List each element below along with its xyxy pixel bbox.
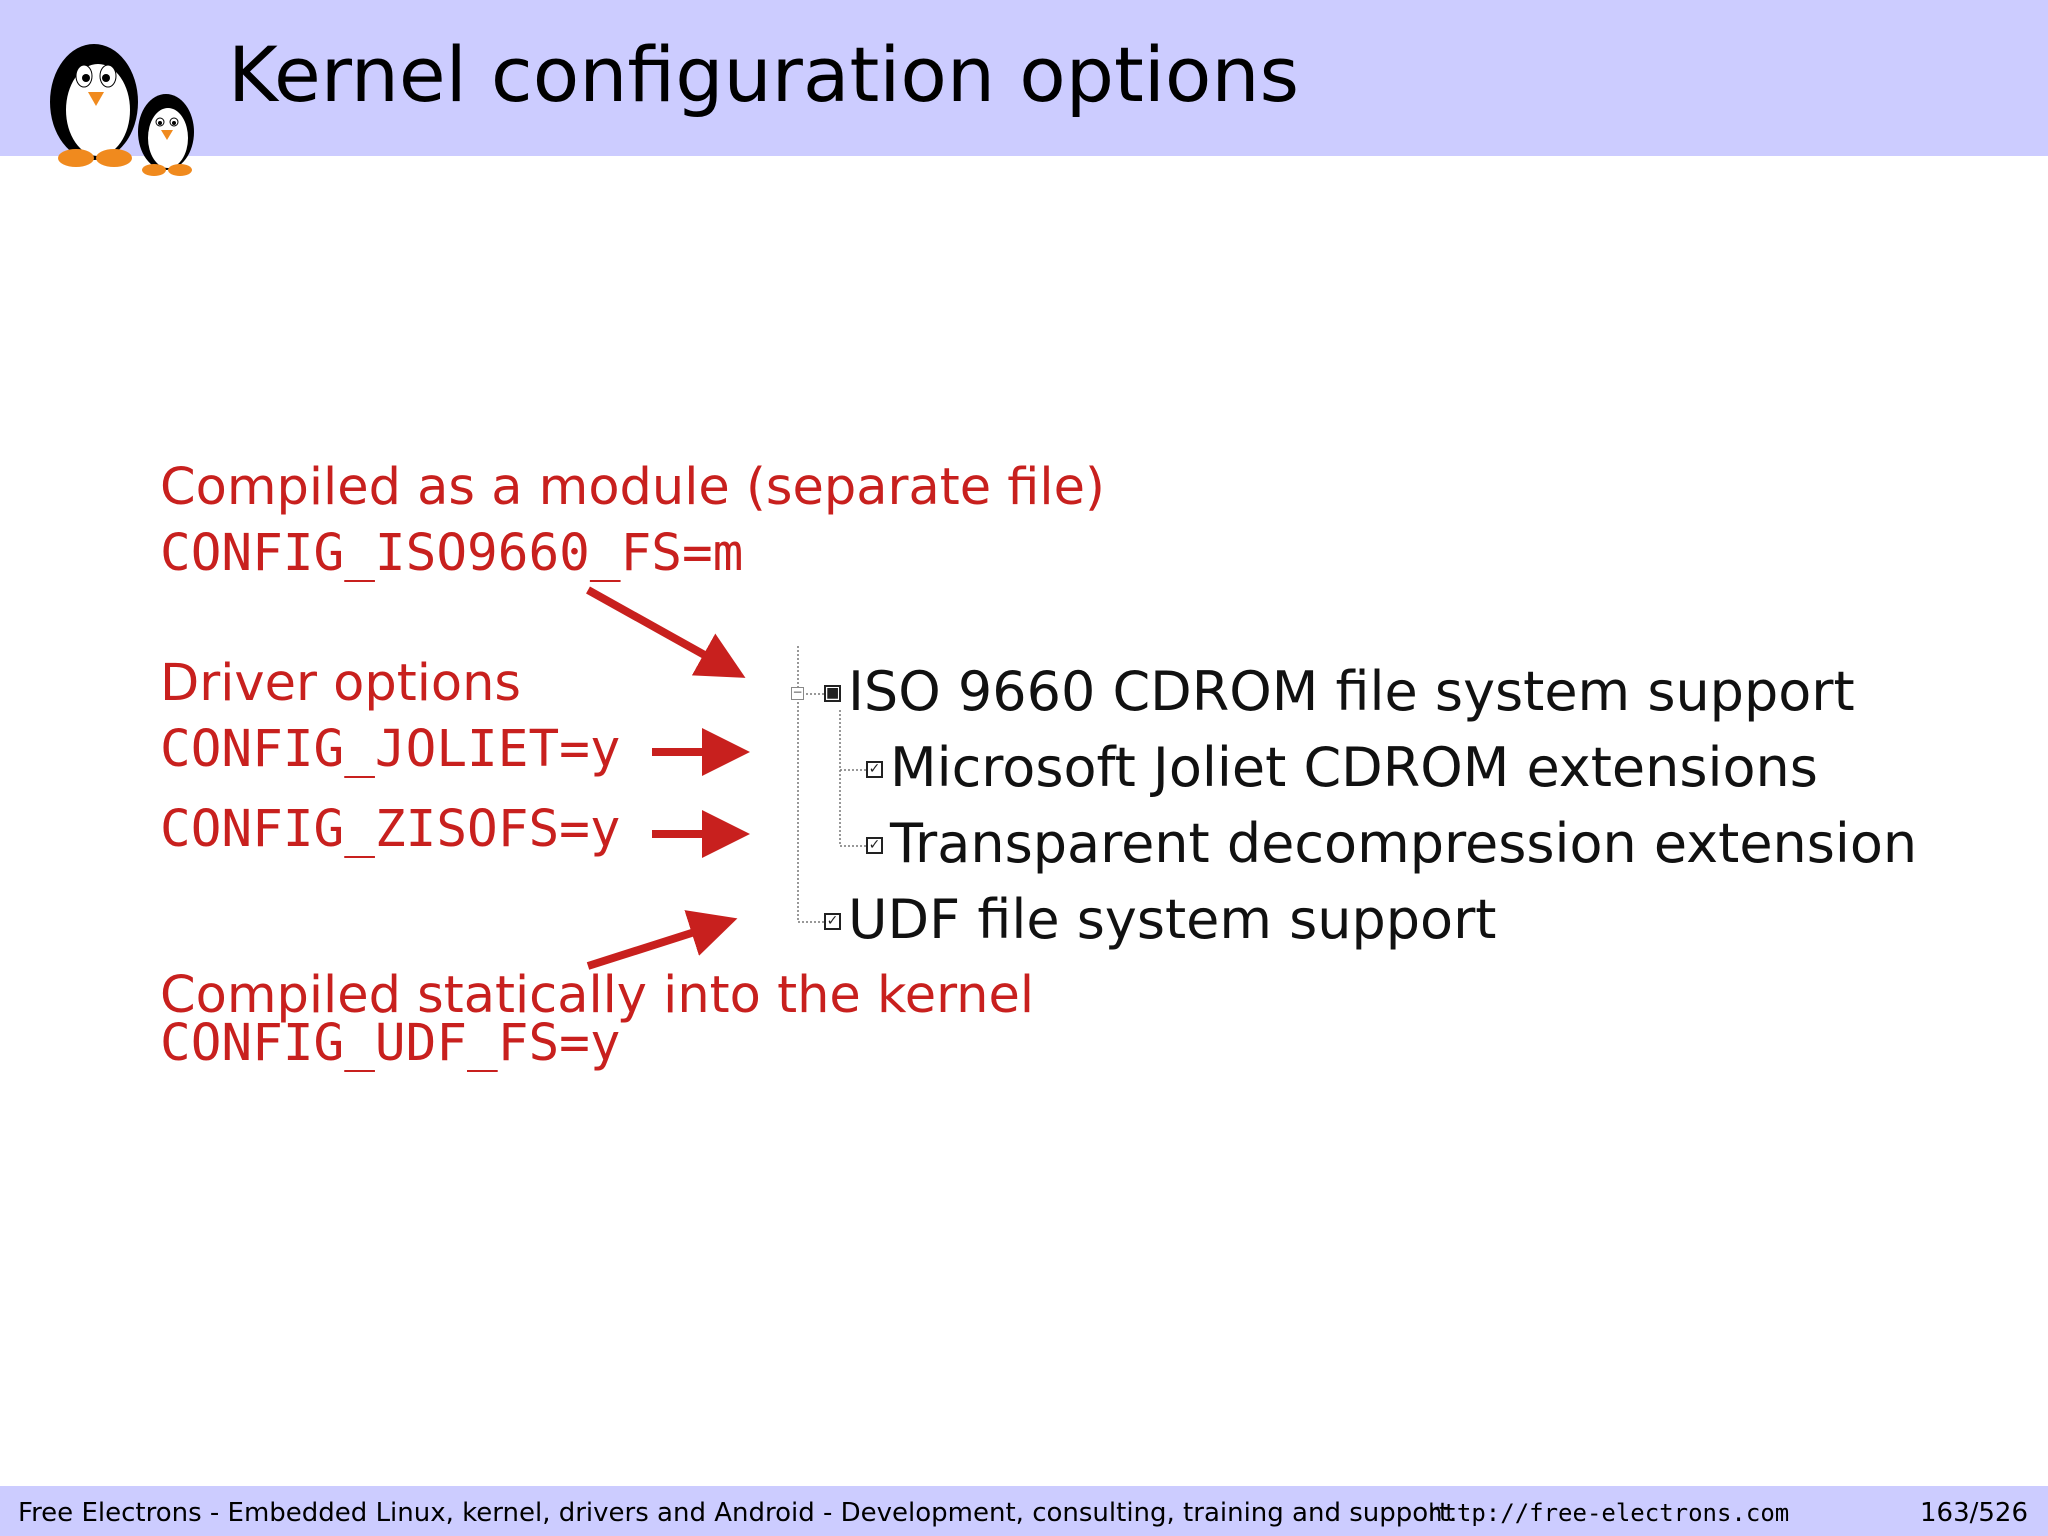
udf-config: CONFIG_UDF_FS=y [160, 1014, 621, 1073]
page-title: Kernel configuration options [228, 30, 1300, 119]
tree-item-iso9660[interactable]: ISO 9660 CDROM file system support [848, 660, 1855, 723]
zisofs-config: CONFIG_ZISOFS=y [160, 800, 621, 859]
footer-link[interactable]: http://free-electrons.com [1428, 1499, 1790, 1527]
tree-item-zisofs[interactable]: Transparent decompression extension [890, 812, 1918, 875]
static-heading: Compiled statically into the kernel [160, 966, 1035, 1025]
config-tree: − ■ ISO 9660 CDROM file system support ✓… [786, 640, 1917, 951]
joliet-checkbox[interactable]: ✓ [866, 761, 883, 778]
page-number: 163/526 [1919, 1498, 2028, 1528]
udf-checkbox[interactable]: ✓ [824, 913, 841, 930]
tree-item-joliet[interactable]: Microsoft Joliet CDROM extensions [890, 736, 1818, 799]
slide-header [0, 0, 2048, 156]
module-config: CONFIG_ISO9660_FS=m [160, 524, 744, 583]
driver-options-heading: Driver options [160, 654, 521, 713]
slide-footer: Free Electrons - Embedded Linux, kernel,… [0, 1486, 2048, 1536]
tree-item-udf[interactable]: UDF file system support [848, 888, 1497, 951]
iso9660-module-checkbox[interactable]: ■ [824, 685, 841, 702]
penguins-logo-icon [50, 44, 194, 176]
footer-text: Free Electrons - Embedded Linux, kernel,… [18, 1498, 1458, 1528]
arrow-to-iso9660 [586, 586, 746, 678]
arrow-to-udf [586, 910, 738, 970]
collapse-icon[interactable]: − [791, 685, 804, 700]
module-heading: Compiled as a module (separate file) [160, 458, 1105, 517]
joliet-config: CONFIG_JOLIET=y [160, 720, 621, 779]
zisofs-checkbox[interactable]: ✓ [866, 837, 883, 854]
